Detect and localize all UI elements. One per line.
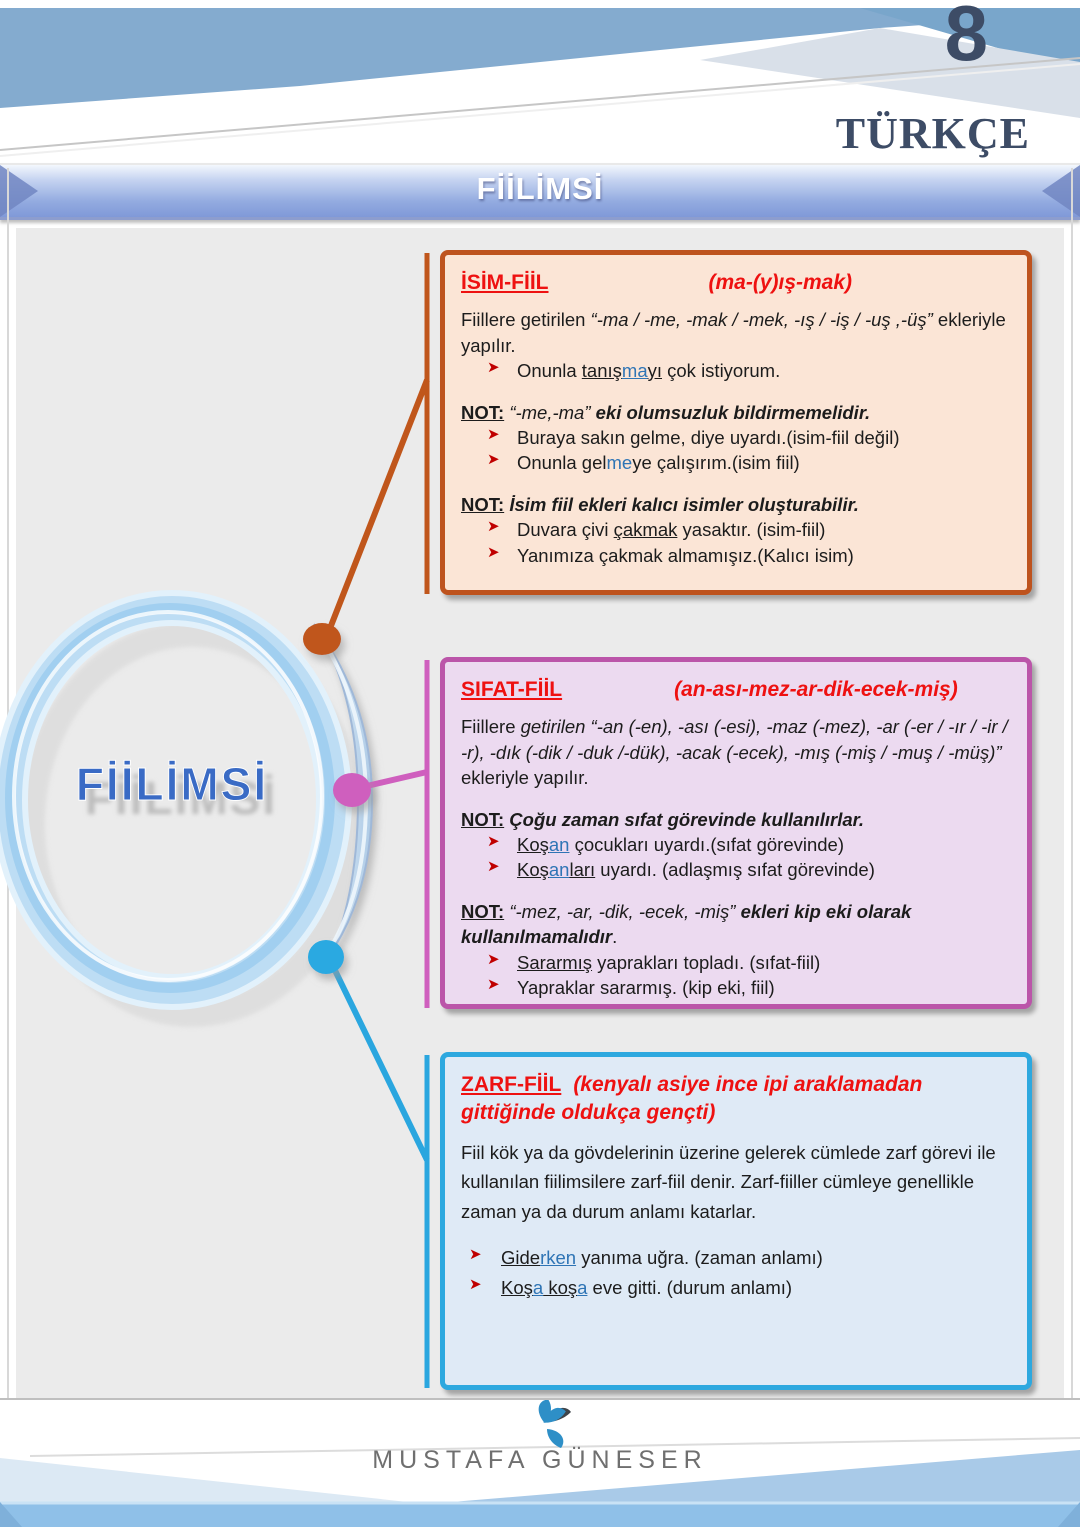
box-title-suffix: (kenyalı asiye ince ipi araklamadan gitt…	[461, 1073, 923, 1125]
text-line: NOT: İsim fiil ekleri kalıcı isimler olu…	[461, 494, 859, 516]
page-header: 8 TÜRKÇE	[0, 0, 1080, 163]
subject-title: TÜRKÇE	[835, 109, 1030, 158]
bullet-arrow-icon: ➤	[487, 518, 500, 536]
right-page-edge	[1071, 168, 1073, 1405]
zarf-fiil-content: Fiil kök ya da gövdelerinin üzerine gele…	[461, 1138, 1011, 1303]
bullet-arrow-icon: ➤	[487, 975, 500, 993]
example-line: ➤Onunla gelmeye çalışırım.(isim fiil)	[487, 451, 800, 474]
zarf-fiil-box: ZARF-FİİL(kenyalı asiye ince ipi araklam…	[440, 1052, 1032, 1390]
example-line: ➤Koşa koşa eve gitti. (durum anlamı)	[461, 1273, 1011, 1303]
bullet-arrow-icon: ➤	[487, 950, 500, 968]
grade-number: 8	[944, 0, 988, 77]
text-line	[461, 882, 1011, 899]
text-line: Fiillere getirilen “-ma / -me, -mak / -m…	[461, 309, 1006, 356]
isim-fiil-content: Fiillere getirilen “-ma / -me, -mak / -m…	[461, 307, 1011, 567]
left-page-edge	[7, 168, 9, 1405]
example-line: ➤Yapraklar sararmış. (kip eki, fiil)	[487, 975, 775, 998]
example-line: ➤Yanımıza çakmak almamışız.(Kalıcı isim)	[487, 543, 854, 566]
bullet-arrow-icon: ➤	[487, 425, 500, 443]
sifat-fiil-title: SIFAT-FİİL (an-ası-mez-ar-dik-ecek-miş)	[461, 676, 1011, 704]
box-title-text: SIFAT-FİİL	[461, 678, 563, 701]
bullet-arrow-icon: ➤	[487, 358, 500, 376]
text-line: NOT: Çoğu zaman sıfat görevinde kullanıl…	[461, 808, 864, 830]
isim-fiil-box: İSİM-FİİL (ma-(y)ış-mak) Fiillere getiril…	[440, 250, 1032, 595]
box-title-text: ZARF-FİİL	[461, 1073, 562, 1096]
text-line	[461, 790, 1011, 807]
isim-fiil-title: İSİM-FİİL (ma-(y)ış-mak)	[461, 269, 1011, 297]
text-line: NOT: “-me,-ma” eki olumsuzluk bildirmeme…	[461, 401, 871, 423]
box-title-text: İSİM-FİİL	[461, 271, 549, 294]
bullet-arrow-icon: ➤	[469, 1246, 482, 1264]
text-line: NOT: “-mez, -ar, -dik, -ecek, -miş” ekle…	[461, 901, 912, 948]
text-line: Fiillere getirilen “-an (-en), -ası (-es…	[461, 716, 1008, 788]
zarf-fiil-title: ZARF-FİİL(kenyalı asiye ince ipi araklam…	[461, 1071, 1011, 1128]
example-line: ➤Buraya sakın gelme, diye uyardı.(isim-f…	[487, 425, 900, 448]
banner-title: FİİLİMSİ	[476, 171, 604, 206]
bullet-arrow-icon: ➤	[469, 1276, 482, 1294]
bullet-arrow-icon: ➤	[487, 858, 500, 876]
sifat-fiil-content: Fiillere getirilen “-an (-en), -ası (-es…	[461, 714, 1011, 1000]
title-banner: FİİLİMSİ	[0, 163, 1080, 220]
bullet-arrow-icon: ➤	[487, 451, 500, 469]
example-line: ➤Koşanları uyardı. (adlaşmış sıfat görev…	[487, 858, 875, 881]
text-line	[461, 1226, 1011, 1243]
example-line: ➤Koşan çocukları uyardı.(sıfat görevinde…	[487, 832, 845, 855]
bullet-arrow-icon: ➤	[487, 832, 500, 850]
footer-decor-graphic	[0, 1398, 1080, 1527]
text-line	[461, 475, 1011, 492]
sifat-fiil-box: SIFAT-FİİL (an-ası-mez-ar-dik-ecek-miş) F…	[440, 657, 1032, 1009]
box-title-suffix: (an-ası-mez-ar-dik-ecek-miş)	[674, 678, 958, 701]
example-line: ➤Onunla tanışmayı çok istiyorum.	[487, 358, 781, 381]
text-line	[461, 383, 1011, 400]
page-footer: MUSTAFA GÜNESER	[0, 1398, 1080, 1527]
box-title-suffix: (ma-(y)ış-mak)	[708, 271, 853, 294]
example-line: ➤Duvara çivi çakmak yasaktır. (isim-fiil…	[487, 518, 826, 541]
example-line: ➤Sararmış yaprakları topladı. (sıfat-fii…	[487, 950, 821, 973]
example-line: ➤Giderken yanıma uğra. (zaman anlamı)	[461, 1243, 1011, 1273]
brand-name: MUSTAFA GÜNESER	[372, 1446, 708, 1474]
header-decor-graphic	[0, 8, 1080, 157]
text-line: Fiil kök ya da gövdelerinin üzerine gele…	[461, 1141, 996, 1222]
brand-pinwheel-icon	[538, 1400, 571, 1448]
bullet-arrow-icon: ➤	[487, 543, 500, 561]
